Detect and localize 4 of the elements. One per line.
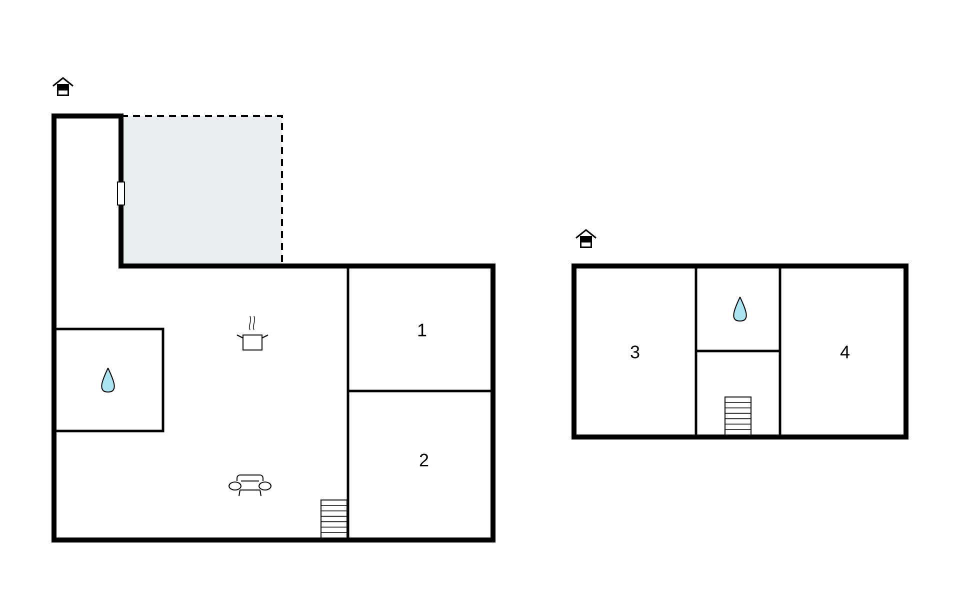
room-number: 2 xyxy=(420,454,428,466)
room-number: 1 xyxy=(418,324,426,336)
room-number: 4 xyxy=(840,346,850,358)
room-number: 3 xyxy=(630,346,640,358)
